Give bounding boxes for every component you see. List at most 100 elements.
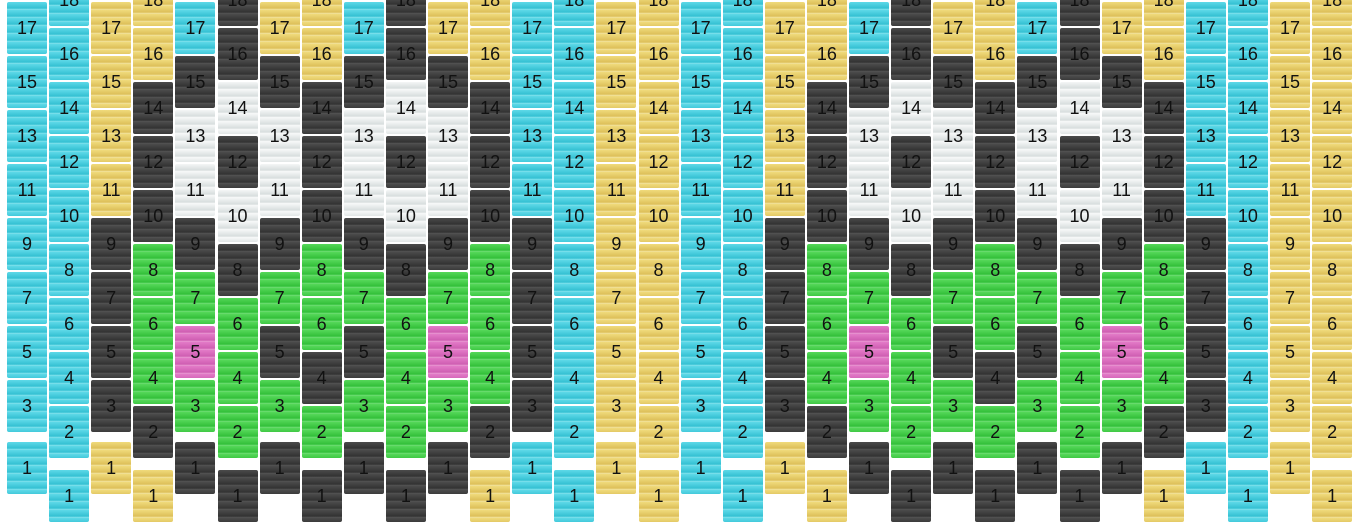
bead: 6	[807, 298, 847, 350]
bead: 14	[1060, 82, 1100, 134]
bead: 1	[1060, 470, 1100, 522]
bead: 18	[133, 0, 173, 26]
bead-number: 12	[312, 152, 332, 173]
bead: 6	[639, 298, 679, 350]
bead: 4	[975, 352, 1015, 404]
bead-number: 17	[1027, 18, 1047, 39]
bead-number: 14	[1154, 98, 1174, 119]
bead: 4	[1060, 352, 1100, 404]
bead-number: 1	[64, 486, 74, 507]
bead: 12	[891, 136, 931, 188]
bead: 15	[681, 56, 721, 108]
bead-number: 7	[1117, 288, 1127, 309]
bead: 4	[1312, 352, 1352, 404]
bead: 2	[386, 406, 426, 458]
bead-number: 15	[438, 72, 458, 93]
bead-number: 8	[653, 260, 663, 281]
bead-number: 11	[1281, 180, 1300, 201]
bead-number: 5	[1201, 342, 1211, 363]
bead: 14	[218, 82, 258, 134]
bead: 7	[681, 272, 721, 324]
bead: 8	[639, 244, 679, 296]
bead-number: 6	[906, 314, 916, 335]
bead-number: 17	[1112, 18, 1132, 39]
bead: 15	[1017, 56, 1057, 108]
bead: 1	[175, 442, 215, 494]
bead: 15	[1186, 56, 1226, 108]
bead-number: 14	[59, 98, 79, 119]
bead: 18	[386, 0, 426, 26]
bead: 8	[1060, 244, 1100, 296]
bead: 2	[302, 406, 342, 458]
bead: 12	[554, 136, 594, 188]
bead: 2	[133, 406, 173, 458]
bead: 2	[49, 406, 89, 458]
bead: 11	[596, 164, 636, 216]
bead: 11	[1017, 164, 1057, 216]
bead-number: 13	[775, 126, 795, 147]
bead: 17	[260, 2, 300, 54]
bead: 14	[554, 82, 594, 134]
bead: 14	[891, 82, 931, 134]
bead: 16	[49, 28, 89, 80]
bead: 11	[91, 164, 131, 216]
bead-number: 15	[270, 72, 290, 93]
bead: 14	[807, 82, 847, 134]
bead: 15	[260, 56, 300, 108]
bead: 5	[1270, 326, 1310, 378]
bead-number: 6	[990, 314, 1000, 335]
bead: 1	[260, 442, 300, 494]
bead: 2	[975, 406, 1015, 458]
bead: 18	[1144, 0, 1184, 26]
bead-number: 1	[1201, 458, 1211, 479]
bead: 15	[1102, 56, 1142, 108]
bead: 17	[1186, 2, 1226, 54]
bead: 13	[7, 110, 47, 162]
bead: 7	[1017, 272, 1057, 324]
bead: 7	[596, 272, 636, 324]
bead-number: 13	[1027, 126, 1047, 147]
bead-number: 11	[944, 180, 963, 201]
bead-number: 16	[1322, 44, 1342, 65]
bead: 18	[554, 0, 594, 26]
bead: 5	[175, 326, 215, 378]
bead-number: 7	[780, 288, 790, 309]
bead-number: 14	[648, 98, 668, 119]
bead: 8	[49, 244, 89, 296]
bead: 12	[1228, 136, 1268, 188]
bead: 18	[470, 0, 510, 26]
bead-number: 1	[317, 486, 327, 507]
bead-number: 18	[648, 0, 668, 11]
bead: 17	[512, 2, 552, 54]
bead: 14	[470, 82, 510, 134]
bead: 1	[933, 442, 973, 494]
bead: 6	[554, 298, 594, 350]
bead: 15	[91, 56, 131, 108]
bead: 3	[1270, 380, 1310, 432]
bead-number: 14	[901, 98, 921, 119]
bead-number: 15	[859, 72, 879, 93]
bead: 18	[302, 0, 342, 26]
bead: 2	[1228, 406, 1268, 458]
bead: 2	[1060, 406, 1100, 458]
bead: 13	[1102, 110, 1142, 162]
bead-number: 8	[317, 260, 327, 281]
bead-number: 4	[906, 368, 916, 389]
bead-number: 16	[396, 44, 416, 65]
bead: 7	[933, 272, 973, 324]
bead: 1	[681, 442, 721, 494]
bead-number: 16	[312, 44, 332, 65]
bead-number: 13	[1280, 126, 1300, 147]
bead-number: 18	[817, 0, 837, 11]
bead-number: 17	[859, 18, 879, 39]
bead-number: 9	[22, 234, 32, 255]
bead-number: 2	[990, 422, 1000, 443]
bead-number: 7	[443, 288, 453, 309]
bead-number: 6	[148, 314, 158, 335]
bead: 2	[723, 406, 763, 458]
bead: 11	[260, 164, 300, 216]
bead: 10	[723, 190, 763, 242]
bead: 1	[1186, 442, 1226, 494]
bead: 8	[386, 244, 426, 296]
bead-number: 2	[653, 422, 663, 443]
